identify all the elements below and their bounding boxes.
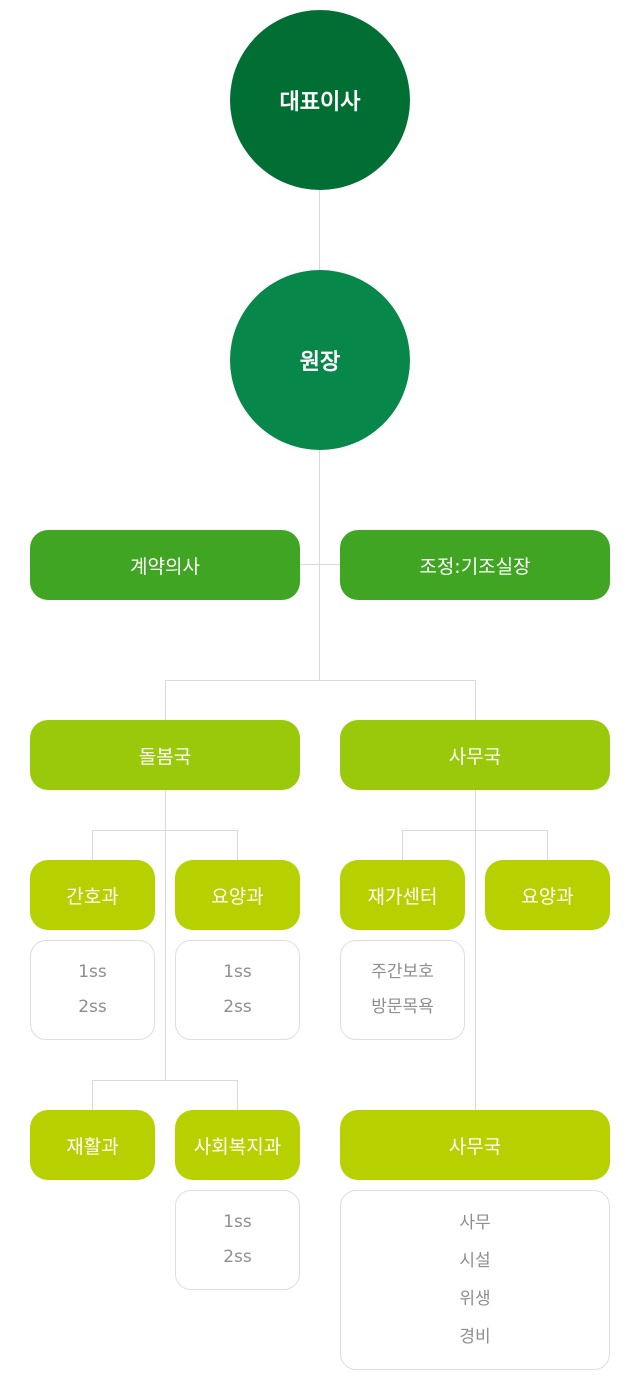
director-label: 원장 bbox=[299, 350, 341, 375]
unit-item: 1ss bbox=[78, 962, 107, 982]
unit-item: 사무 bbox=[459, 1213, 491, 1233]
dept-office: 사무국 bbox=[340, 1110, 610, 1180]
connector-care-right-drop bbox=[547, 830, 548, 862]
connector-office-trunk bbox=[475, 788, 476, 1112]
unit-item: 경비 bbox=[459, 1327, 491, 1347]
advisor-coordinator: 조정:기조실장 bbox=[340, 530, 610, 600]
connector-bureaus-horizontal bbox=[165, 680, 476, 681]
connector-care-left-drop bbox=[237, 830, 238, 862]
director-node: 원장 bbox=[230, 270, 410, 450]
unit-item: 1ss bbox=[223, 1212, 252, 1232]
connector-advisors bbox=[299, 564, 341, 565]
unit-item: 2ss bbox=[223, 997, 252, 1017]
connector-care-row2 bbox=[92, 1080, 238, 1081]
bureau-office: 사무국 bbox=[340, 720, 610, 790]
unit-item: 위생 bbox=[459, 1289, 491, 1309]
dept-home-center-units: 주간보호 방문목욕 bbox=[340, 940, 465, 1040]
connector-rehab-drop bbox=[92, 1080, 93, 1112]
ceo-label: 대표이사 bbox=[279, 90, 361, 115]
dept-social-welfare-label: 사회복지과 bbox=[193, 1135, 282, 1158]
dept-office-label: 사무국 bbox=[448, 1135, 502, 1158]
connector-office-row1 bbox=[402, 830, 548, 831]
unit-item: 1ss bbox=[223, 962, 252, 982]
bureau-care-label: 돌봄국 bbox=[138, 745, 192, 768]
dept-social-welfare-units: 1ss 2ss bbox=[175, 1190, 300, 1290]
unit-item: 주간보호 bbox=[371, 962, 434, 982]
bureau-office-label: 사무국 bbox=[448, 745, 502, 768]
dept-office-units: 사무 시설 위생 경비 bbox=[340, 1190, 610, 1370]
dept-nursing-label: 간호과 bbox=[66, 885, 119, 908]
bureau-care: 돌봄국 bbox=[30, 720, 300, 790]
connector-home-center-drop bbox=[402, 830, 403, 862]
connector-ceo-director bbox=[319, 188, 320, 272]
advisor-coordinator-label: 조정:기조실장 bbox=[419, 555, 531, 578]
ceo-node: 대표이사 bbox=[230, 10, 410, 190]
dept-care-left-label: 요양과 bbox=[211, 885, 264, 908]
unit-item: 2ss bbox=[223, 1247, 252, 1267]
unit-item: 시설 bbox=[459, 1251, 491, 1271]
dept-home-center: 재가센터 bbox=[340, 860, 465, 930]
dept-rehab: 재활과 bbox=[30, 1110, 155, 1180]
connector-social-drop bbox=[237, 1080, 238, 1112]
connector-bureau-right-drop bbox=[475, 680, 476, 722]
connector-care-row1 bbox=[92, 830, 238, 831]
dept-care-right-label: 요양과 bbox=[521, 885, 574, 908]
dept-care-left-units: 1ss 2ss bbox=[175, 940, 300, 1040]
dept-care-left: 요양과 bbox=[175, 860, 300, 930]
unit-item: 방문목욕 bbox=[371, 997, 434, 1017]
advisor-contract-doctor-label: 계약의사 bbox=[130, 555, 200, 578]
dept-care-right: 요양과 bbox=[485, 860, 610, 930]
connector-bureau-left-drop bbox=[165, 680, 166, 722]
dept-home-center-label: 재가센터 bbox=[367, 885, 438, 908]
connector-nursing-drop bbox=[92, 830, 93, 862]
dept-nursing-units: 1ss 2ss bbox=[30, 940, 155, 1040]
dept-nursing: 간호과 bbox=[30, 860, 155, 930]
dept-rehab-label: 재활과 bbox=[66, 1135, 119, 1158]
connector-care-trunk bbox=[165, 788, 166, 1080]
advisor-contract-doctor: 계약의사 bbox=[30, 530, 300, 600]
unit-item: 2ss bbox=[78, 997, 107, 1017]
dept-social-welfare: 사회복지과 bbox=[175, 1110, 300, 1180]
